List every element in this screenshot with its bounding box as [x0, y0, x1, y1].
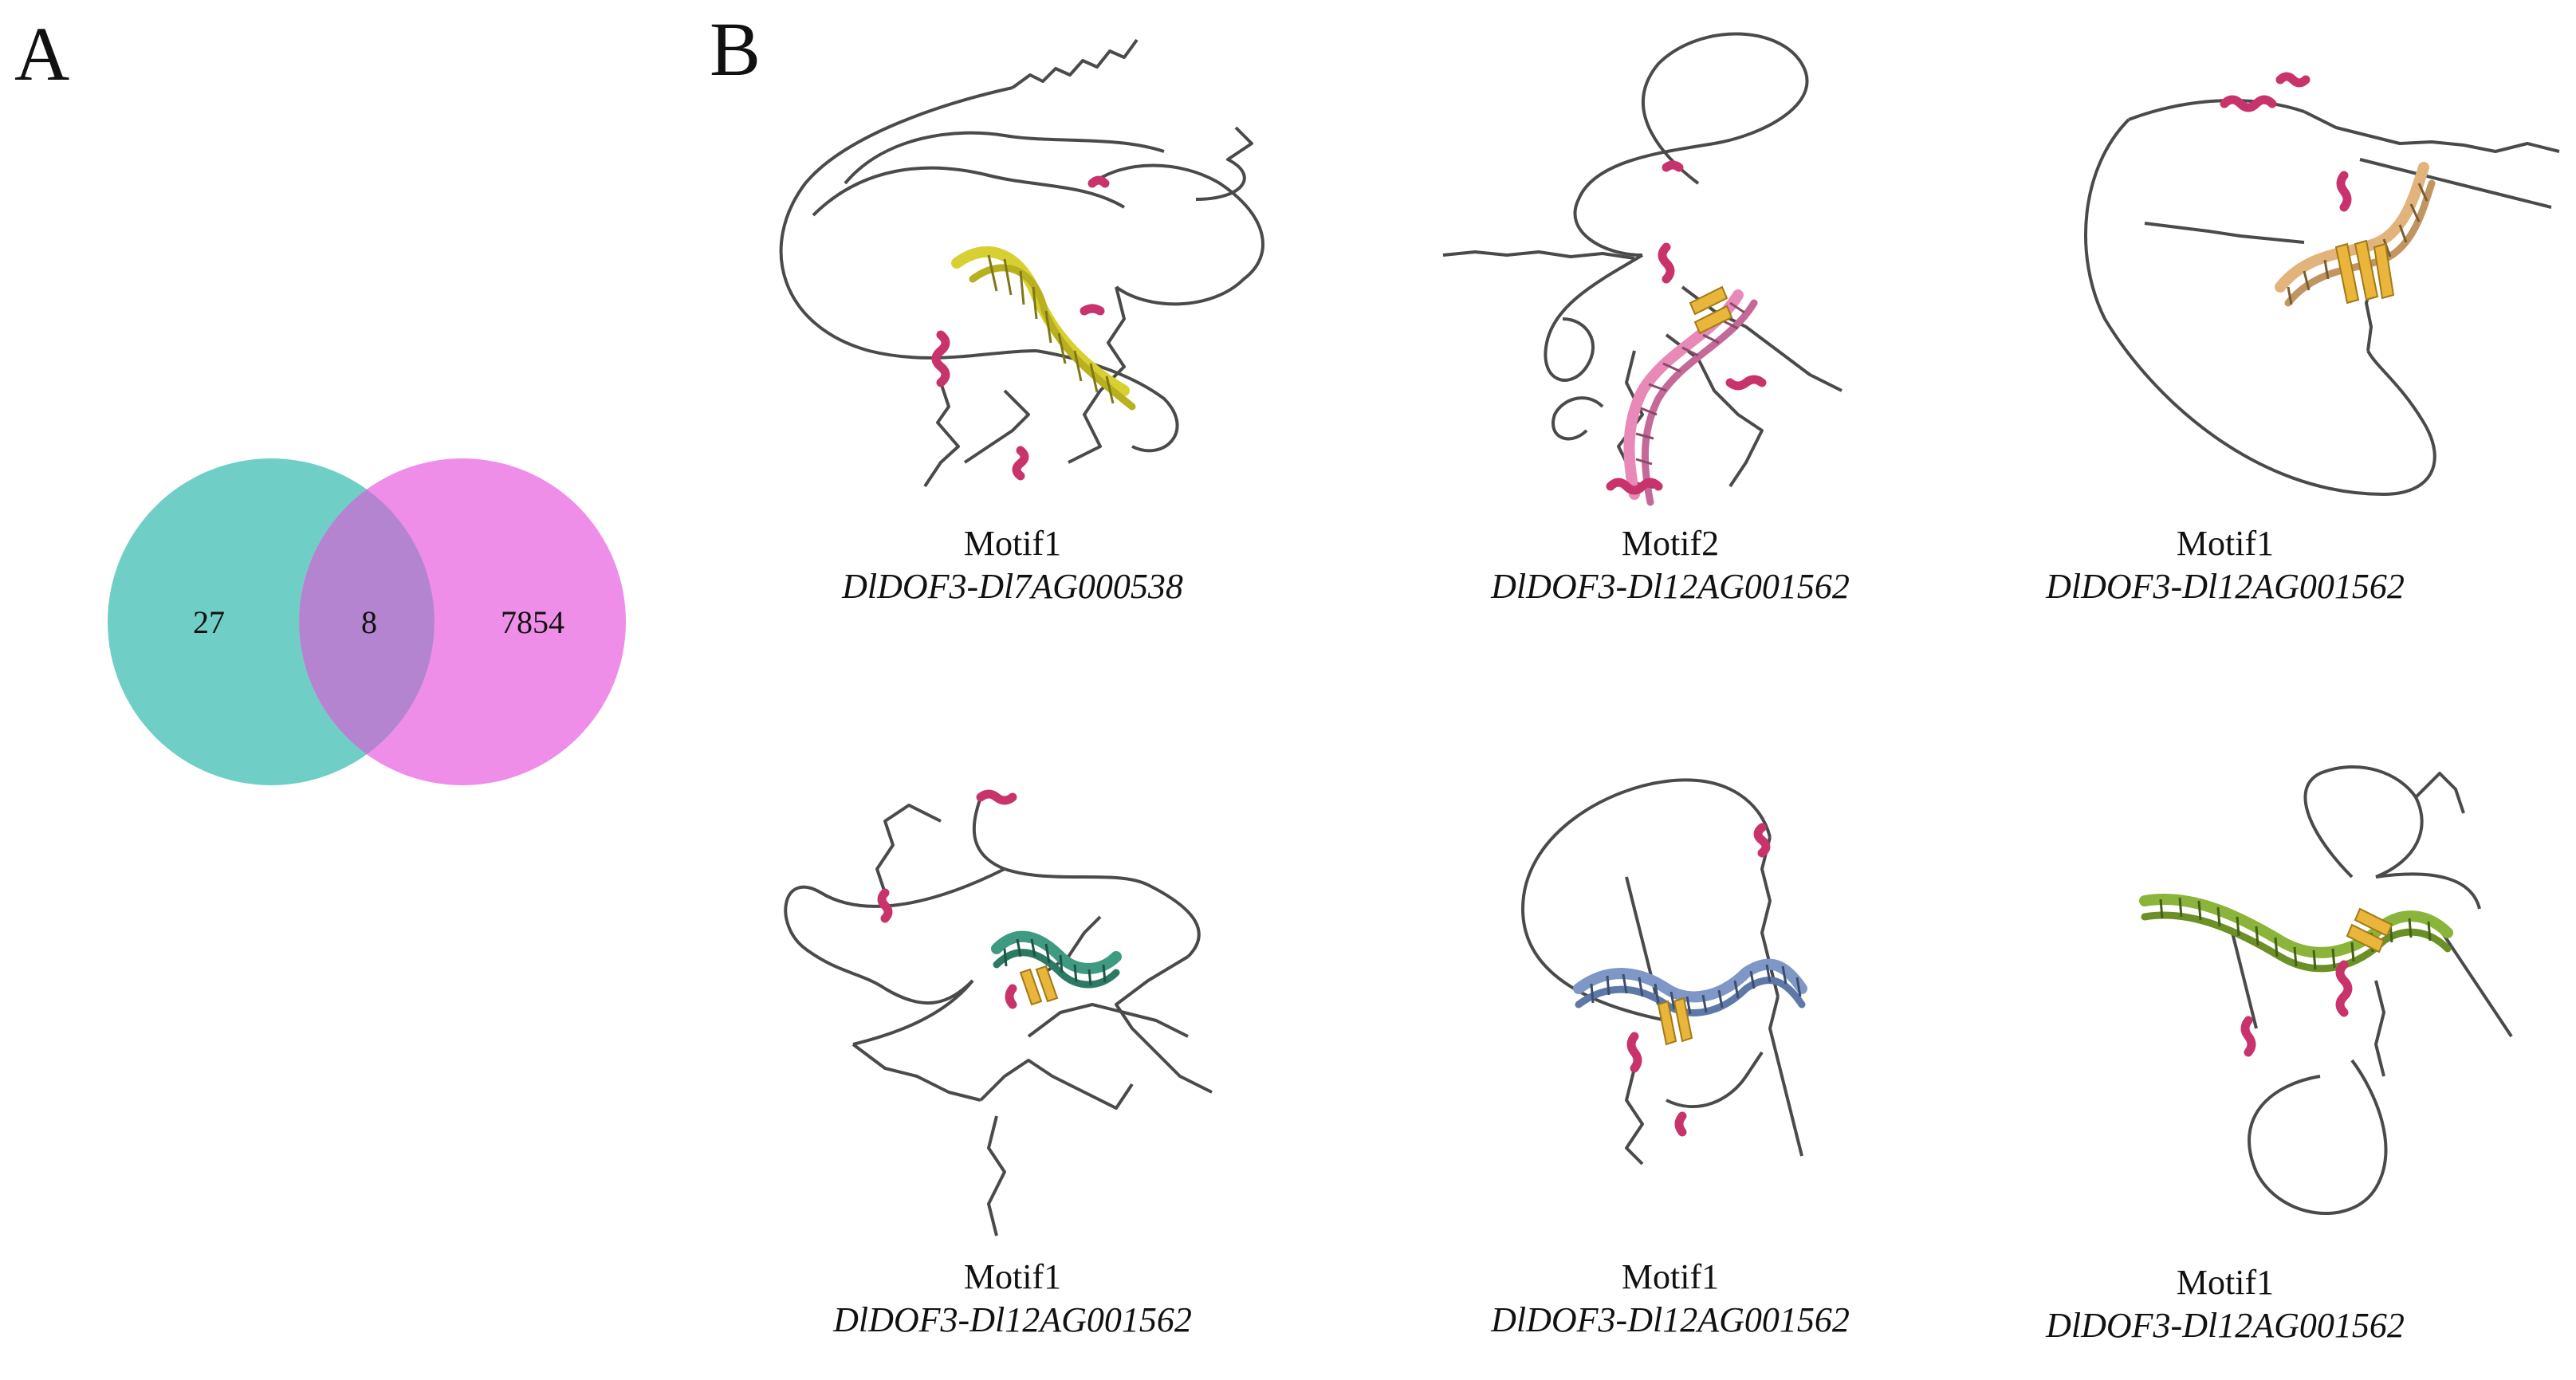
gene-label: DlDOF3-Dl12AG001562: [1491, 1299, 1850, 1339]
beta-sheet-4: [1019, 965, 1059, 1006]
panel-label-a: A: [14, 11, 70, 96]
motif-label: Motif1: [1621, 1257, 1720, 1296]
structure-caption-6: Motif1 DlDOF3-Dl12AG001562: [1882, 1261, 2568, 1347]
motif-label: Motif1: [963, 1257, 1062, 1296]
beta-sheet-5: [1657, 997, 1693, 1046]
motif-label: Motif1: [963, 524, 1062, 563]
gene-label: DlDOF3-Dl12AG001562: [833, 1299, 1192, 1339]
protein-structure-6: [2139, 765, 2513, 1215]
structure-caption-2: Motif2 DlDOF3-Dl12AG001562: [1327, 522, 2013, 607]
panel-label-b: B: [710, 6, 761, 92]
dna-helix-6: [2139, 894, 2453, 973]
dna-helix-2: [1623, 289, 1758, 506]
gene-label: DlDOF3-Dl12AG001562: [2046, 566, 2405, 606]
helix-segments-6: [2240, 960, 2353, 1057]
coil-3: [2084, 99, 2560, 496]
dna-helix-5: [1573, 958, 1807, 1016]
protein-structure-1: [779, 38, 1264, 488]
motif-label: Motif2: [1621, 524, 1720, 563]
structure-caption-1: Motif1 DlDOF3-Dl7AG000538: [670, 522, 1355, 607]
motif-label: Motif1: [2176, 1263, 2275, 1302]
helix-segments-3: [2220, 72, 2352, 212]
venn-diagram: 27 8 7854: [108, 458, 626, 785]
helix-segments-1: [931, 175, 1110, 481]
coil-2: [1442, 32, 1843, 488]
protein-structure-5: [1521, 778, 1807, 1166]
coil-6: [2231, 765, 2513, 1215]
structure-caption-3: Motif1 DlDOF3-Dl12AG001562: [1882, 522, 2568, 607]
venn-overlap: [299, 489, 435, 754]
beta-sheet-3: [2334, 239, 2395, 305]
structure-caption-5: Motif1 DlDOF3-Dl12AG001562: [1327, 1256, 2013, 1341]
protein-structure-3: [2084, 72, 2560, 496]
venn-count-overlap: 8: [361, 604, 377, 640]
helix-segments-2: [1606, 160, 1767, 495]
gene-label: DlDOF3-Dl7AG000538: [842, 566, 1183, 606]
protein-structure-2: [1442, 32, 1843, 506]
beta-sheet-2: [1689, 285, 1733, 335]
helix-segments-5: [1626, 823, 1771, 1137]
dna-helix-1: [951, 246, 1136, 411]
dna-helix-4: [991, 930, 1122, 989]
helix-segments-4: [877, 789, 1017, 1009]
coil-4: [784, 796, 1213, 1236]
motif-label: Motif1: [2176, 524, 2275, 563]
venn-count-right: 7854: [501, 604, 564, 640]
venn-count-left: 27: [193, 604, 225, 640]
structure-caption-4: Motif1 DlDOF3-Dl12AG001562: [670, 1256, 1355, 1341]
gene-label: DlDOF3-Dl12AG001562: [2046, 1305, 2405, 1345]
beta-sheet-6: [2346, 907, 2393, 953]
gene-label: DlDOF3-Dl12AG001562: [1491, 566, 1850, 606]
protein-structure-4: [784, 789, 1213, 1236]
